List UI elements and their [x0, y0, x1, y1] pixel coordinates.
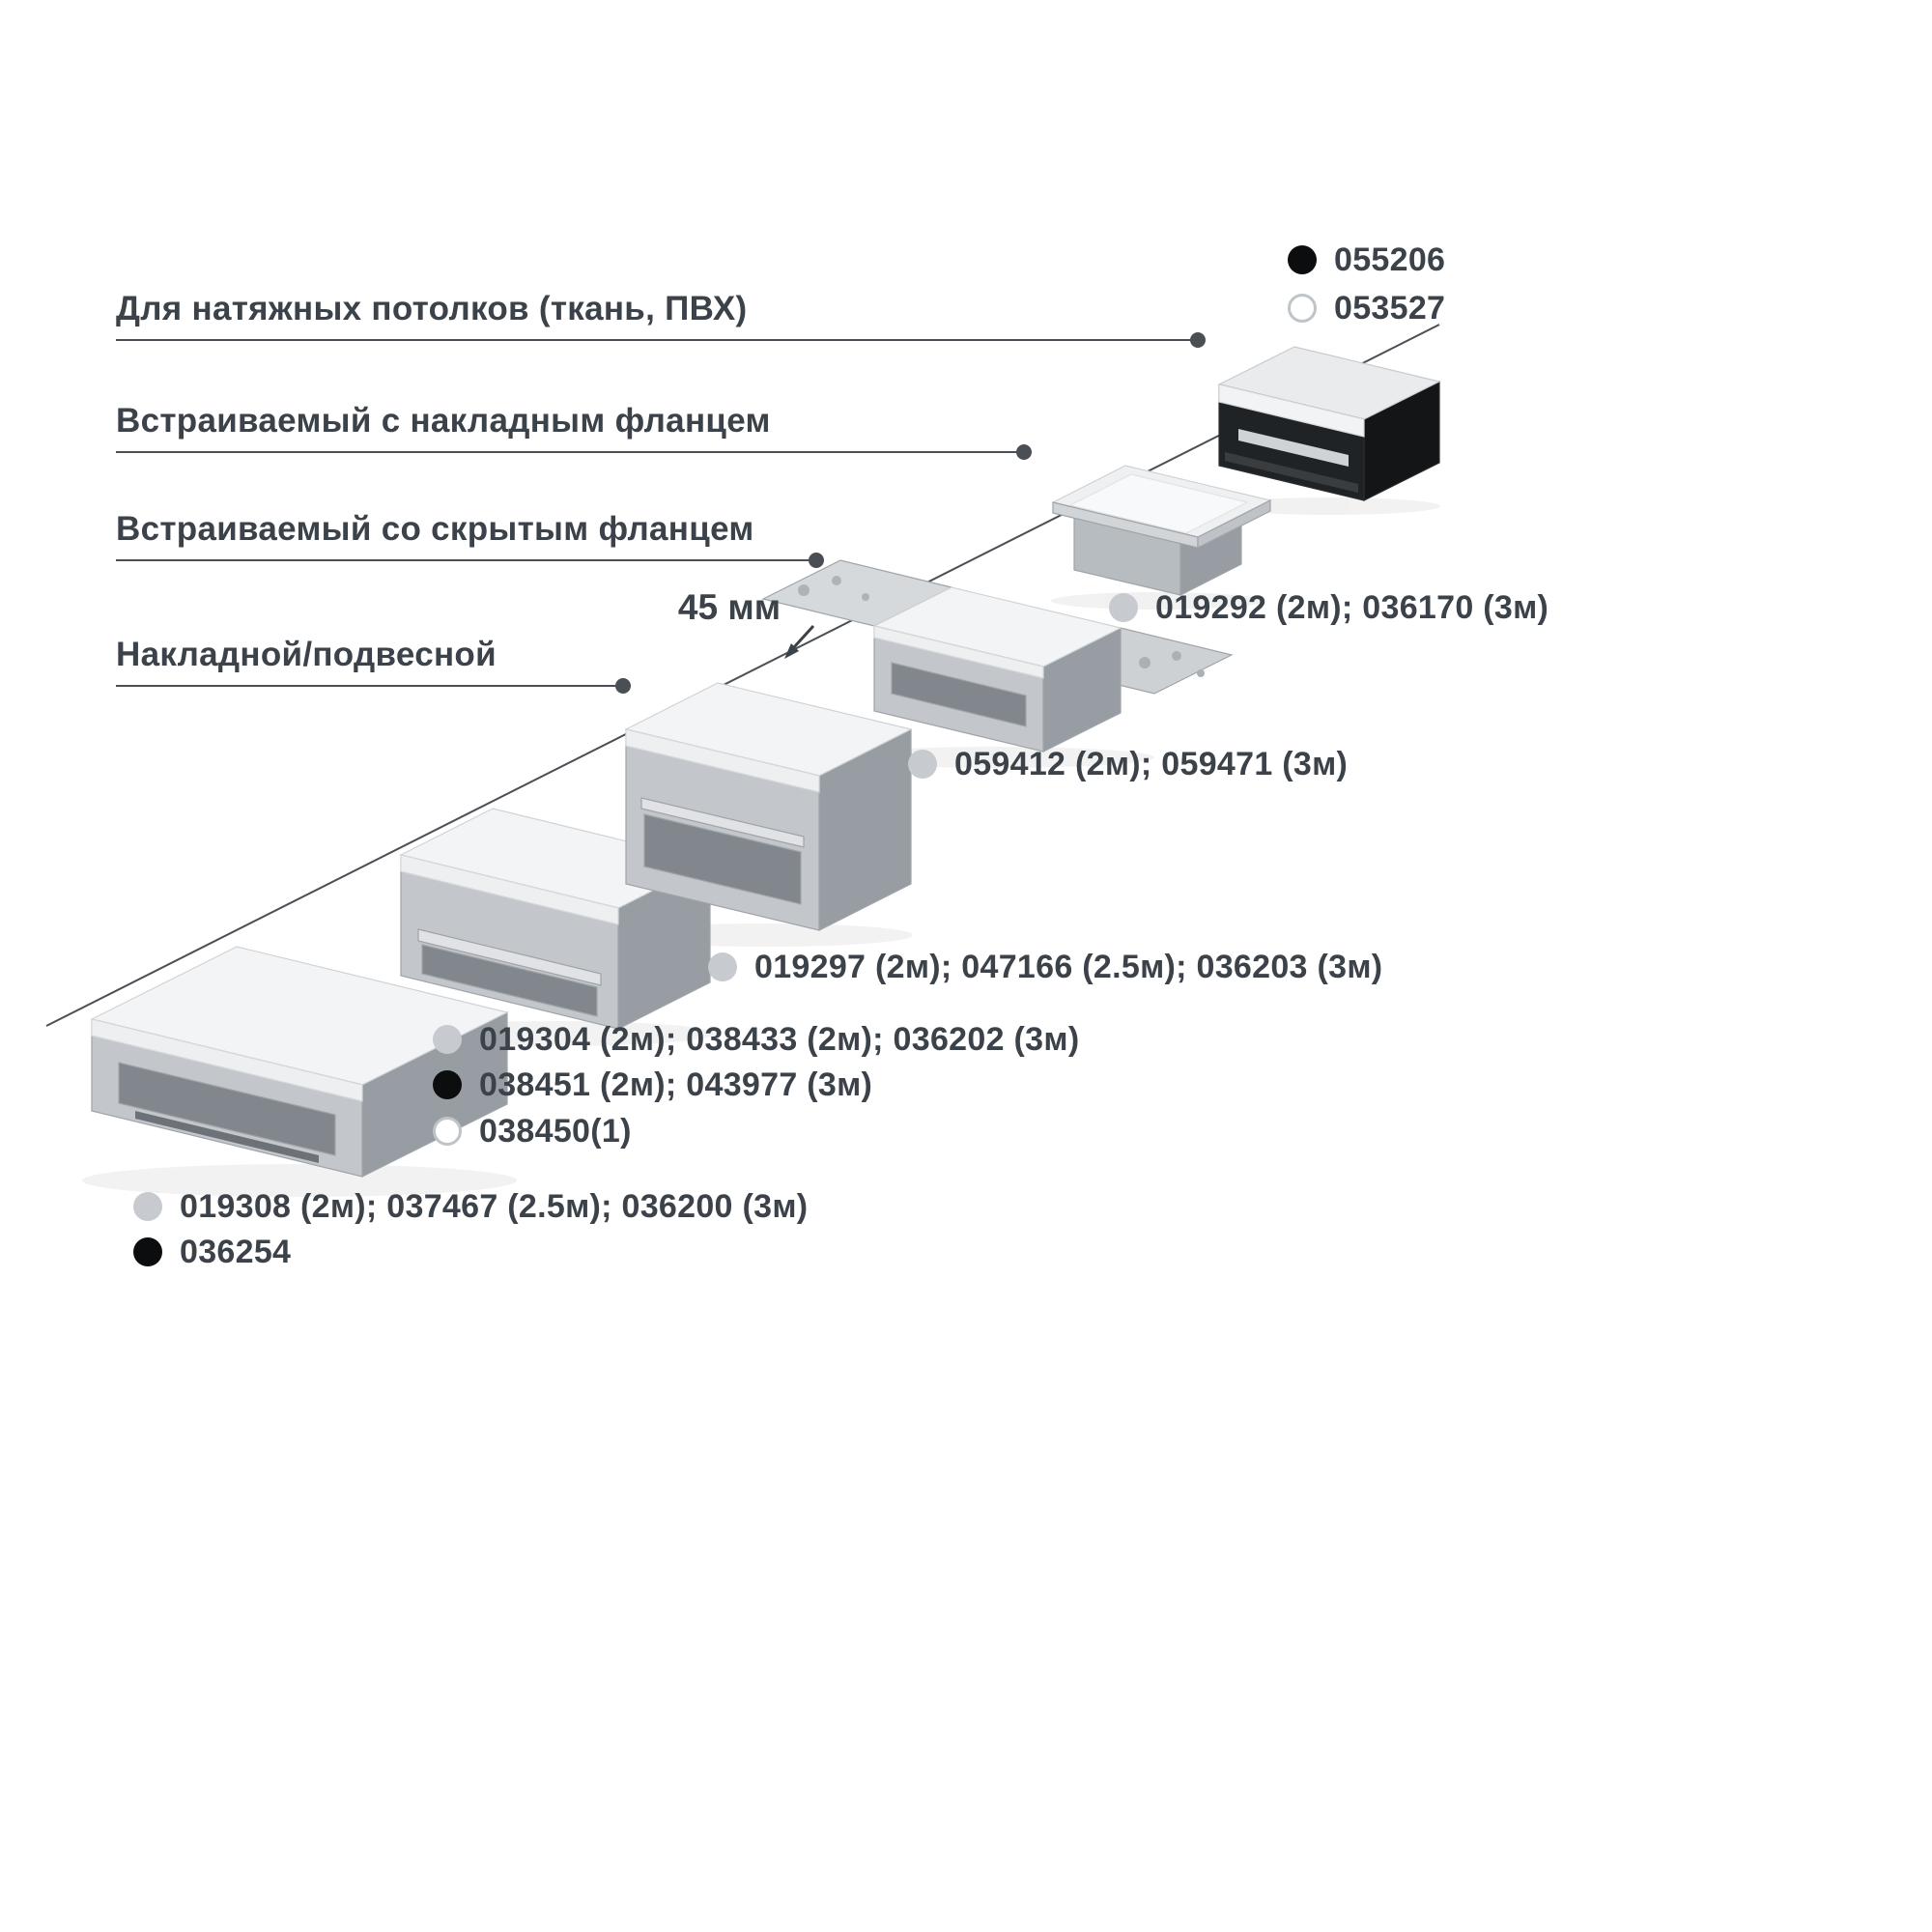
category-label-stretch-ceiling: Для натяжных потолков (ткань, ПВХ): [116, 290, 748, 327]
code-row: 038450(1): [433, 1113, 632, 1150]
color-dot-white: [433, 1117, 462, 1146]
profile-surface-large: [624, 682, 913, 931]
code-row: 059412 (2м); 059471 (3м): [908, 746, 1349, 782]
profile-surface-medium: [399, 808, 712, 1030]
color-dot-black: [1288, 245, 1317, 274]
color-dot-black: [433, 1070, 462, 1099]
code-row: 036254: [133, 1234, 292, 1270]
category-line-dot: [615, 678, 631, 694]
color-dot-gray: [133, 1192, 162, 1221]
color-dot-gray: [1109, 593, 1138, 622]
code-text: 036254: [180, 1234, 292, 1270]
category-line-dot: [1016, 444, 1032, 460]
code-row: 053527: [1288, 290, 1446, 327]
profile-stretch-ceiling: [1217, 346, 1441, 501]
profile-surface-low: [90, 946, 509, 1178]
code-row: 019308 (2м); 037467 (2.5м); 036200 (3м): [133, 1188, 809, 1225]
code-row: 055206: [1288, 242, 1446, 278]
code-text: 055206: [1334, 242, 1446, 278]
code-text: 019308 (2м); 037467 (2.5м); 036200 (3м): [180, 1188, 809, 1225]
code-text: 019292 (2м); 036170 (3м): [1155, 589, 1549, 626]
color-dot-black: [133, 1237, 162, 1266]
category-label-surface-suspended: Накладной/подвесной: [116, 636, 497, 673]
dimension-label: 45 мм: [677, 587, 781, 627]
code-row: 019297 (2м); 047166 (2.5м); 036203 (3м): [708, 949, 1383, 985]
dimension-arrow: [784, 624, 815, 659]
category-label-recessed-surface-flange: Встраиваемый с накладным фланцем: [116, 402, 771, 440]
color-dot-gray: [433, 1025, 462, 1054]
color-dot-white: [1288, 294, 1317, 323]
profile-recessed-hidden-flange: [761, 559, 1234, 753]
category-label-recessed-hidden-flange: Встраиваемый со скрытым фланцем: [116, 510, 754, 548]
code-row: 019304 (2м); 038433 (2м); 036202 (3м): [433, 1021, 1080, 1058]
code-text: 038450(1): [479, 1113, 632, 1150]
code-text: 019304 (2м); 038433 (2м); 036202 (3м): [479, 1021, 1080, 1058]
axis-line: [45, 324, 1440, 1027]
color-dot-gray: [908, 750, 937, 779]
code-text: 019297 (2м); 047166 (2.5м); 036203 (3м): [754, 949, 1383, 985]
code-row: 038451 (2м); 043977 (3м): [433, 1066, 873, 1103]
code-row: 019292 (2м); 036170 (3м): [1109, 589, 1549, 626]
category-line-dot: [809, 553, 824, 568]
code-text: 059412 (2м); 059471 (3м): [954, 746, 1349, 782]
code-text: 038451 (2м); 043977 (3м): [479, 1066, 873, 1103]
category-line-dot: [1190, 332, 1206, 348]
color-dot-gray: [708, 952, 737, 981]
code-text: 053527: [1334, 290, 1446, 327]
category-pointer-lines: [116, 332, 1206, 694]
profile-recessed-surface-flange: [1051, 465, 1272, 596]
